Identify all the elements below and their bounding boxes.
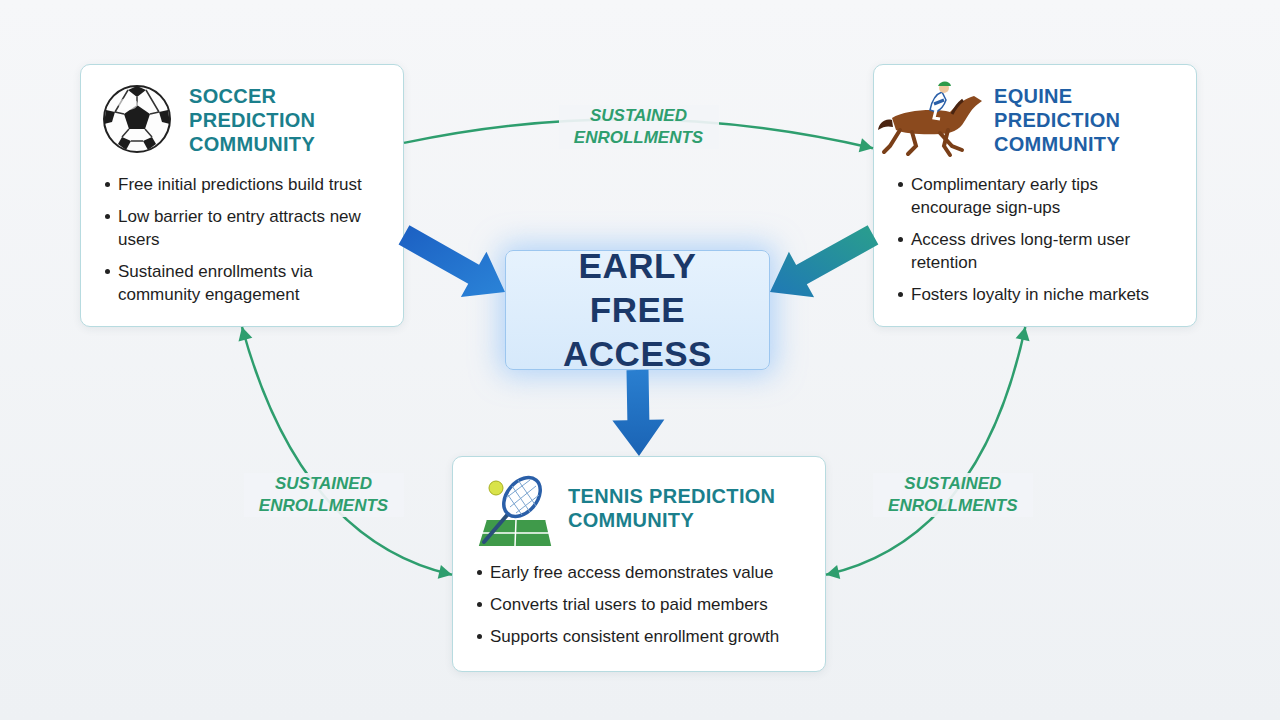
- flow-arrow: [399, 225, 505, 297]
- bullet-dot: [898, 292, 903, 297]
- bullet-dot: [477, 570, 482, 575]
- bullet-text: Complimentary early tips encourage sign-…: [911, 173, 1178, 219]
- arrow-head: [239, 327, 253, 341]
- bullet-row: Early free access demonstrates value: [477, 561, 817, 584]
- edge-label: SUSTAINED ENROLLMENTS: [873, 473, 1033, 517]
- bullet-dot: [105, 269, 110, 274]
- bullet-text: Free initial predictions build trust: [118, 173, 362, 196]
- bullet-text: Sustained enrollments via community enga…: [118, 260, 385, 306]
- arrow-head: [438, 565, 452, 579]
- hub-title: EARLY FREE ACCESS: [528, 244, 748, 376]
- arrow-body: [770, 225, 878, 297]
- arrow-body: [612, 370, 664, 456]
- flow-arrow: [770, 225, 878, 297]
- bullet-dot: [105, 182, 110, 187]
- bullet-row: Supports consistent enrollment growth: [477, 625, 817, 648]
- bullet-dot: [477, 634, 482, 639]
- bullet-row: Complimentary early tips encourage sign-…: [898, 173, 1178, 219]
- bullet-row: Low barrier to entry attracts new users: [105, 205, 385, 251]
- community-box: TENNIS PREDICTION COMMUNITY Early free ac…: [452, 456, 826, 672]
- bullet-text: Access drives long-term user retention: [911, 228, 1178, 274]
- edge-label: SUSTAINED ENROLLMENTS: [244, 473, 404, 517]
- bullet-row: Access drives long-term user retention: [898, 228, 1178, 274]
- bullet-row: Fosters loyalty in niche markets: [898, 283, 1178, 306]
- community-box: EQUINE PREDICTION COMMUNITY Complimentary…: [873, 64, 1197, 327]
- bullet-row: Converts trial users to paid members: [477, 593, 817, 616]
- hub-box: EARLY FREE ACCESS: [505, 250, 770, 370]
- edge-label: SUSTAINED ENROLLMENTS: [559, 105, 719, 149]
- bullet-list: Free initial predictions build trustLow …: [105, 173, 385, 315]
- soccer-ball-icon: [104, 86, 170, 152]
- bullet-row: Free initial predictions build trust: [105, 173, 385, 196]
- racehorse-icon: [878, 82, 982, 156]
- bullet-list: Early free access demonstrates valueConv…: [477, 561, 817, 657]
- bullet-row: Sustained enrollments via community enga…: [105, 260, 385, 306]
- community-box: SOCCER PREDICTION COMMUNITY Free initial …: [80, 64, 404, 327]
- cycle-arrow: [239, 327, 452, 579]
- bullet-text: Converts trial users to paid members: [490, 593, 768, 616]
- bullet-dot: [477, 602, 482, 607]
- arrow-head: [826, 565, 840, 579]
- arrow-line: [826, 327, 1025, 575]
- bullet-dot: [898, 182, 903, 187]
- arrow-body: [399, 225, 505, 297]
- tennis-icon: [478, 471, 552, 546]
- flow-arrow: [612, 370, 664, 456]
- arrow-line: [242, 327, 452, 575]
- arrow-head: [1016, 327, 1030, 341]
- bullet-dot: [105, 214, 110, 219]
- box-heading: SOCCER PREDICTION COMMUNITY: [189, 84, 349, 156]
- bullet-dot: [898, 237, 903, 242]
- bullet-text: Fosters loyalty in niche markets: [911, 283, 1149, 306]
- bullet-text: Supports consistent enrollment growth: [490, 625, 779, 648]
- bullet-list: Complimentary early tips encourage sign-…: [898, 173, 1178, 315]
- box-heading: EQUINE PREDICTION COMMUNITY: [994, 84, 1154, 156]
- cycle-arrow: [826, 327, 1030, 579]
- box-heading: TENNIS PREDICTION COMMUNITY: [568, 484, 808, 532]
- arrow-head: [859, 138, 873, 152]
- bullet-text: Low barrier to entry attracts new users: [118, 205, 385, 251]
- bullet-text: Early free access demonstrates value: [490, 561, 773, 584]
